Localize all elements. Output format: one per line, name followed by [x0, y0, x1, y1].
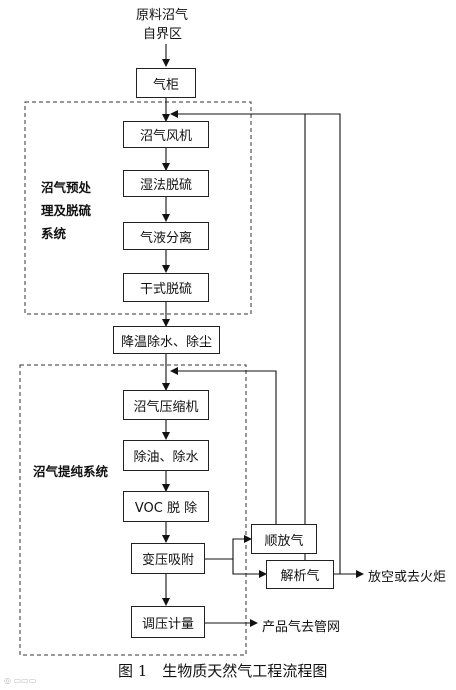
gas-holder-box: 气柜 [136, 68, 196, 98]
source-label-2: 自界区 [143, 27, 183, 42]
psa-box: 变压吸附 [131, 543, 205, 574]
pretreat-label-line3: 系统 [41, 226, 67, 241]
source-label-1: 原料沼气 [136, 8, 189, 23]
figure-caption: 图 1 生物质天然气工程流程图 [118, 662, 328, 680]
dry-desulf-box: 干式脱硫 [123, 273, 209, 302]
wet-desulf-box: 湿法脱硫 [123, 170, 209, 197]
fan-box: 沼气风机 [123, 121, 209, 148]
recycle-blowdown [170, 367, 277, 524]
arrow-psa-desorb [205, 558, 267, 578]
regulate-box: 调压计量 [131, 606, 205, 638]
pretreat-label-line1: 沼气预处 [41, 180, 92, 195]
pretreat-label-line2: 理及脱硫 [41, 203, 92, 218]
purify-group-border [19, 364, 247, 656]
cooling-box: 降温除水、除尘 [113, 326, 220, 354]
gas-liquid-box: 气液分离 [123, 222, 209, 250]
compressor-box: 沼气压缩机 [123, 390, 209, 420]
recycle-desorb-branch [305, 113, 341, 575]
flare-output-label: 放空或去火炬 [368, 570, 447, 585]
oil-water-box: 除油、除水 [123, 440, 209, 471]
product-output-label: 产品气去管网 [262, 620, 341, 635]
blowdown-box: 顺放气 [251, 524, 317, 554]
voc-box: VOC 脱 除 [123, 491, 209, 522]
desorb-box: 解析气 [266, 560, 334, 589]
pretreat-group-border [24, 101, 252, 315]
purify-group-label: 沼气提纯系统 [33, 464, 109, 479]
pretreat-group-label: 沼气预处 理及脱硫 系统 [41, 176, 91, 245]
watermark-logo-icon: ◎ ▭▭▭ [4, 676, 37, 685]
arrow-psa-blowdown [205, 535, 252, 560]
